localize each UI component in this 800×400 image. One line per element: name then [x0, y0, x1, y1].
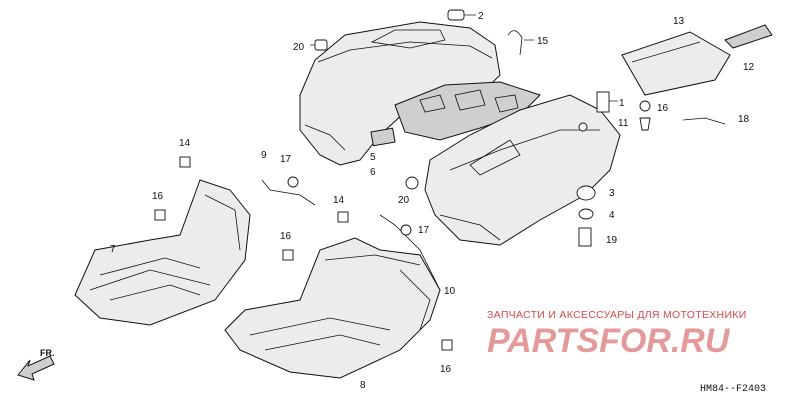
callout-4: 4	[609, 210, 615, 221]
callouts: 1 2 3 4 5 6 7 8 9 10 11 12 13 14 14 15 1…	[110, 11, 755, 391]
callout-17b: 17	[418, 225, 430, 236]
callout-17a: 17	[280, 154, 292, 165]
callout-9: 9	[261, 150, 267, 161]
callout-8: 8	[360, 380, 366, 391]
stays	[154, 156, 453, 351]
callout-16b: 16	[280, 231, 292, 242]
direction-label: FR.	[40, 348, 55, 358]
callout-16a: 16	[152, 191, 164, 202]
right-floorboard	[224, 237, 441, 379]
callout-6: 6	[370, 167, 376, 178]
left-floorboard	[74, 179, 251, 326]
rear-cover	[621, 24, 773, 96]
callout-3: 3	[609, 188, 615, 199]
fender-hardware	[310, 9, 726, 247]
callout-11: 11	[618, 118, 629, 129]
callout-1: 1	[619, 98, 625, 109]
callout-15: 15	[537, 36, 549, 47]
callout-20b: 20	[398, 195, 410, 206]
watermark-tagline: ЗАПЧАСТИ И АКСЕССУАРЫ ДЛЯ МОТОТЕХНИКИ	[487, 309, 747, 321]
callout-12: 12	[743, 62, 755, 73]
diagram-code: HM84--F2403	[700, 384, 766, 395]
callout-14a: 14	[179, 138, 191, 149]
callout-5: 5	[370, 152, 376, 163]
front-direction-arrow: FR.	[17, 348, 55, 381]
callout-13: 13	[673, 16, 685, 27]
callout-14b: 14	[333, 195, 345, 206]
callout-10: 10	[444, 286, 456, 297]
callout-7: 7	[110, 244, 116, 255]
callout-18: 18	[738, 114, 750, 125]
callout-16d: 16	[440, 364, 452, 375]
callout-19: 19	[606, 235, 618, 246]
callout-20a: 20	[293, 42, 305, 53]
callout-16c: 16	[657, 103, 669, 114]
callout-2: 2	[478, 11, 484, 22]
rear-fender	[299, 21, 621, 246]
watermark: ЗАПЧАСТИ И АКСЕССУАРЫ ДЛЯ МОТОТЕХНИКИ PA…	[487, 309, 747, 360]
watermark-logo: PARTSFOR.RU	[487, 322, 731, 360]
